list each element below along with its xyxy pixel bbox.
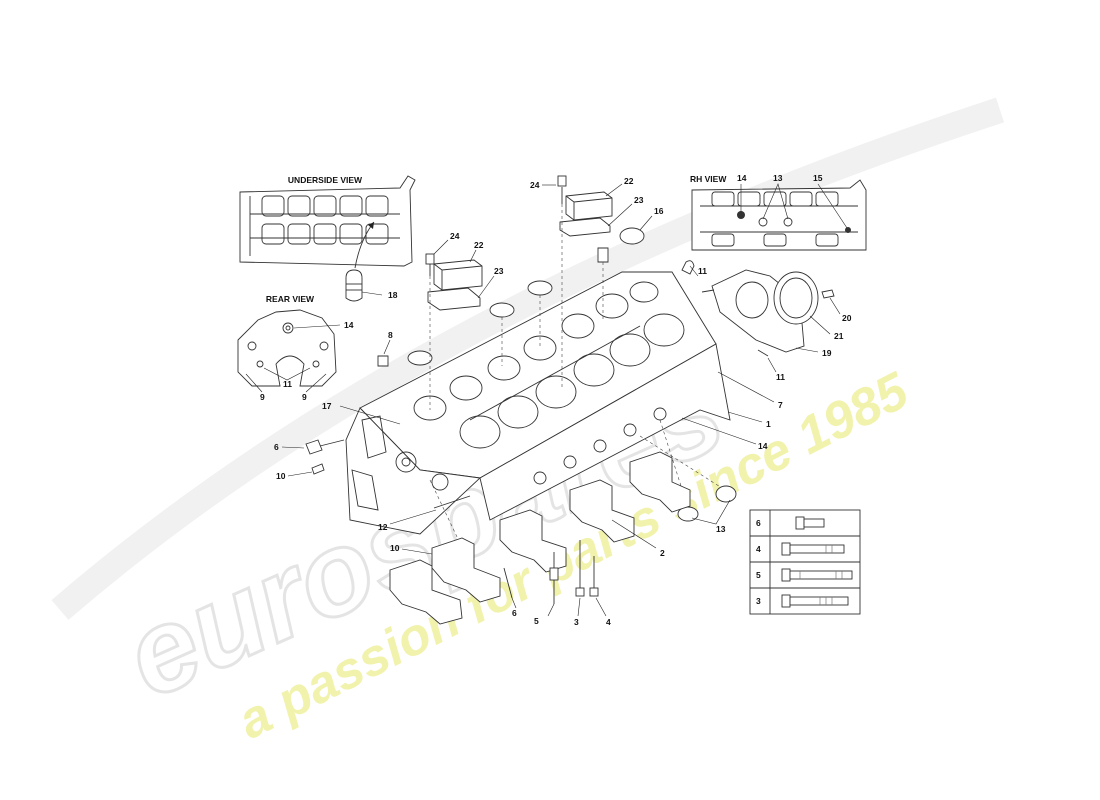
bolt-6-icon [795, 516, 825, 530]
bolt-table-row-3-label: 5 [756, 570, 761, 580]
rear-view-title: REAR VIEW [266, 294, 315, 304]
callout-10-bottom: 10 [390, 543, 400, 553]
callout-18: 18 [388, 290, 398, 300]
bolt-3-icon [781, 594, 849, 608]
rh-view-title: RH VIEW [690, 174, 727, 184]
callout-rh-14: 14 [737, 173, 747, 183]
callout-14-side: 14 [758, 441, 768, 451]
bolt-table-row-1-label: 6 [756, 518, 761, 528]
bolt-table-row-2-label: 4 [756, 544, 761, 554]
part-18-plug: 18 [345, 269, 398, 302]
callout-23-top: 23 [634, 195, 644, 205]
callout-11-top: 11 [698, 266, 707, 276]
callout-23-left: 23 [494, 266, 504, 276]
callout-4: 4 [606, 617, 611, 627]
callout-rear-9b: 9 [302, 392, 307, 402]
main-bearing-caps: 2 6 5 3 4 [389, 451, 691, 627]
callout-5: 5 [534, 616, 539, 626]
cylinder-seals: 16 8 [377, 206, 664, 367]
callout-22-top: 22 [624, 176, 634, 186]
callout-16: 16 [654, 206, 664, 216]
callout-rh-15: 15 [813, 173, 823, 183]
callout-7: 7 [778, 400, 783, 410]
callout-24-top: 24 [530, 180, 540, 190]
assembly-guide-lines [429, 204, 723, 561]
bolt-table-row-4-label: 3 [756, 596, 761, 606]
bearing-cap-assembly-top: 24 22 23 [530, 175, 644, 237]
callout-13-plugs: 13 [716, 524, 726, 534]
callout-6-bottom: 6 [512, 608, 517, 618]
callout-1: 1 [766, 419, 771, 429]
callout-rear-14: 14 [344, 320, 354, 330]
callout-10-left: 10 [276, 471, 286, 481]
callout-20: 20 [842, 313, 852, 323]
callout-rh-13: 13 [773, 173, 783, 183]
bolt-reference-table: 6 4 5 3 [749, 509, 861, 615]
callout-3: 3 [574, 617, 579, 627]
bearing-cap-assembly-left: 24 22 23 [425, 231, 504, 311]
callout-rear-11: 11 [283, 379, 292, 389]
callout-8: 8 [388, 330, 393, 340]
callout-19: 19 [822, 348, 832, 358]
underside-view: UNDERSIDE VIEW [239, 175, 416, 269]
callout-2: 2 [660, 548, 665, 558]
underside-view-title: UNDERSIDE VIEW [288, 175, 363, 185]
callout-21: 21 [834, 331, 844, 341]
callout-rear-9a: 9 [260, 392, 265, 402]
callout-22-left: 22 [474, 240, 484, 250]
callout-17: 17 [322, 401, 332, 411]
callout-11-bottom: 11 [776, 372, 785, 382]
callout-24-left: 24 [450, 231, 460, 241]
bolt-4-icon [781, 542, 845, 556]
rh-view: RH VIEW 14 13 15 [690, 173, 867, 251]
rear-view: REAR VIEW 14 11 9 9 [237, 294, 354, 402]
engine-block [345, 260, 819, 535]
cylinder-bores [413, 281, 685, 449]
left-side-parts: 17 6 10 12 10 [274, 401, 471, 555]
callout-6-left: 6 [274, 442, 279, 452]
right-side-parts: 11 20 21 19 11 7 1 14 13 [677, 265, 852, 534]
callout-12: 12 [378, 522, 388, 532]
bolt-5-icon [781, 568, 853, 582]
